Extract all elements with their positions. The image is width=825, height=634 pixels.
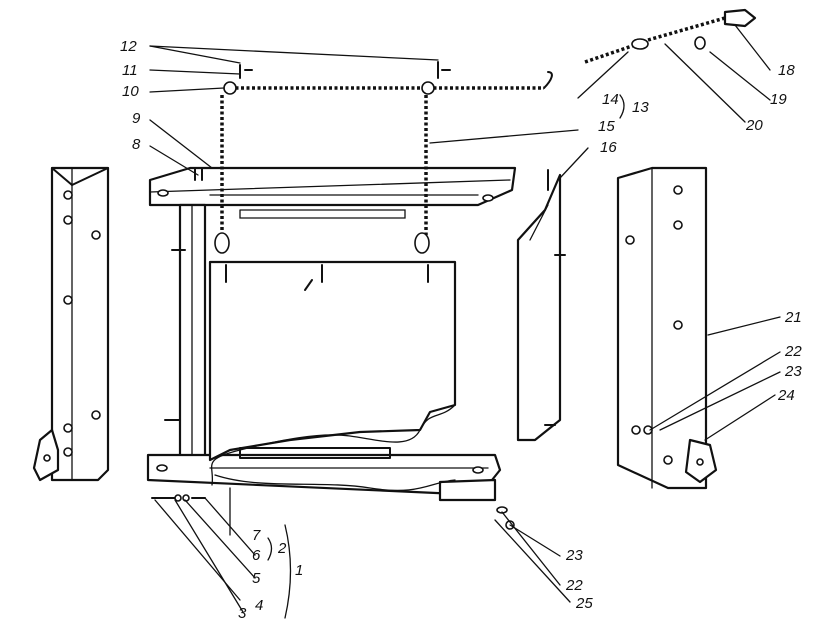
callout-4: 4 — [255, 597, 263, 614]
callout-24: 24 — [777, 387, 795, 404]
callout-22-right: 22 — [784, 343, 802, 360]
callout-12: 12 — [120, 38, 137, 55]
bottom-frame-bar — [146, 453, 502, 502]
left-upright — [164, 203, 207, 472]
callout-5: 5 — [252, 570, 261, 587]
chain-detail-assembly — [584, 8, 757, 64]
callout-11: 11 — [122, 62, 138, 79]
callout-19: 19 — [770, 91, 787, 108]
callout-2: 2 — [277, 540, 287, 557]
callout-18: 18 — [778, 62, 795, 79]
callout-9: 9 — [132, 110, 141, 127]
bolt-hardware — [151, 494, 515, 530]
callout-7: 7 — [252, 527, 261, 544]
callout-labels: 12 11 10 9 8 14 13 15 16 18 19 20 21 22 … — [120, 38, 802, 622]
callout-1: 1 — [295, 562, 303, 579]
top-frame-bar — [148, 166, 517, 207]
left-side-panel — [32, 166, 110, 482]
callout-14: 14 — [602, 91, 619, 108]
callout-8: 8 — [132, 136, 141, 153]
hanger-chains — [214, 61, 553, 254]
callout-6: 6 — [252, 547, 261, 564]
callout-21: 21 — [784, 309, 802, 326]
center-core-panel — [208, 209, 457, 492]
right-upright — [516, 169, 566, 442]
callout-10: 10 — [122, 83, 139, 100]
callout-13: 13 — [632, 99, 649, 116]
callout-23-bottom: 23 — [565, 547, 583, 564]
callout-22-bottom: 22 — [565, 577, 583, 594]
callout-20: 20 — [745, 117, 763, 134]
callout-23-right: 23 — [784, 363, 802, 380]
callout-16: 16 — [600, 139, 617, 156]
callout-3: 3 — [238, 605, 247, 622]
bracket-marks — [267, 94, 625, 619]
callout-25: 25 — [575, 595, 593, 612]
callout-15: 15 — [598, 118, 615, 135]
right-side-panel — [616, 166, 718, 490]
leader-lines — [149, 24, 781, 613]
